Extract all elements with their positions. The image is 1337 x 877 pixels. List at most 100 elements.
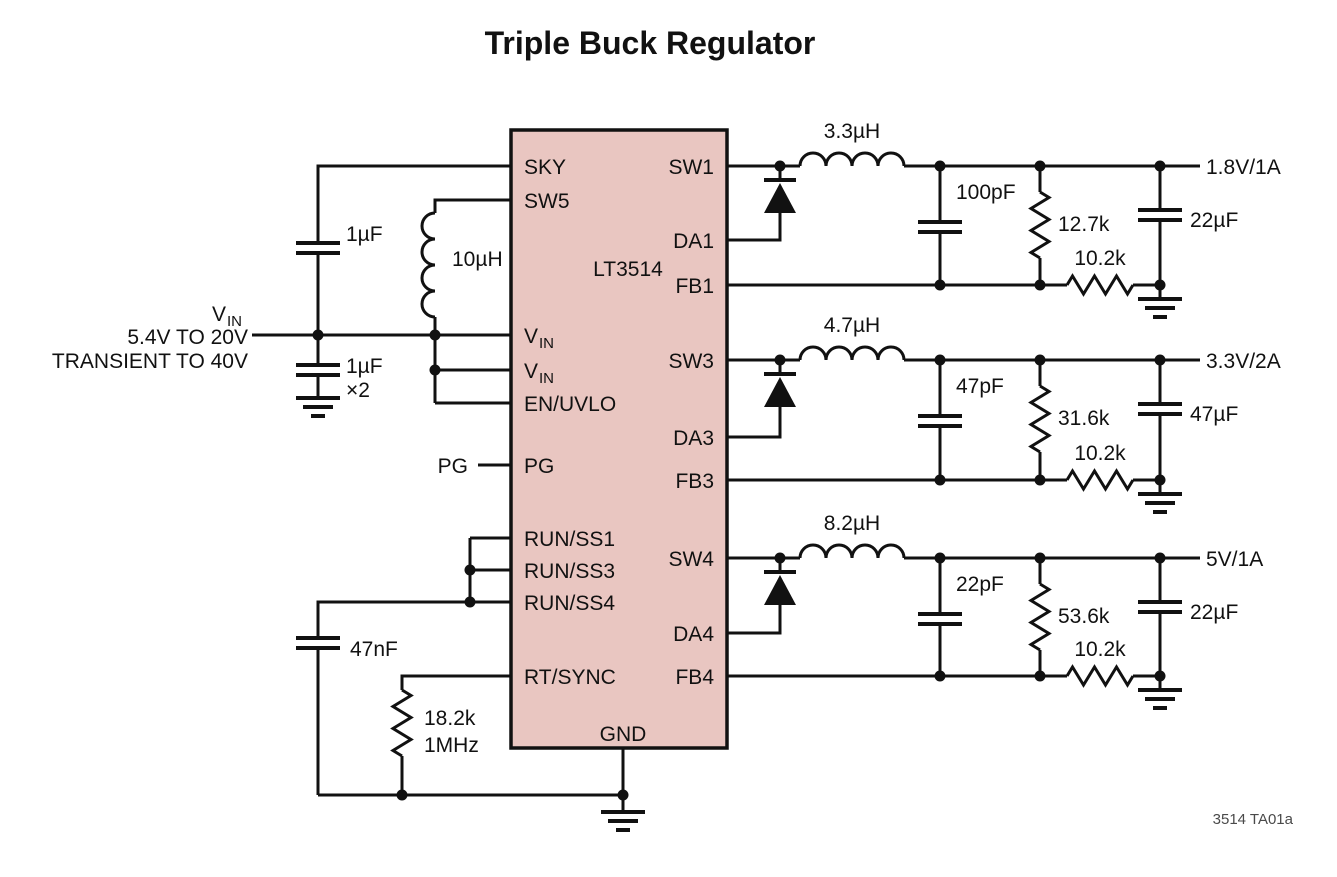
diode-icon-da4 (727, 558, 796, 635)
pin-sw1: SW1 (668, 156, 714, 179)
ic-block: LT3514 SKY SW5 V IN V IN EN/UVLO PG RUN/… (509, 128, 729, 750)
junction-dot (1154, 279, 1166, 291)
resistor-icon-rt (390, 688, 414, 758)
pin-sw3: SW3 (668, 350, 714, 373)
capacitor-icon-bypass (296, 241, 340, 255)
input-cap-label: 1µF (346, 355, 383, 378)
sw5-wire (433, 198, 511, 213)
capacitor-icon-out-ch1 (1138, 166, 1182, 299)
resistor-icon-top-ch3 (1028, 558, 1052, 676)
channel-1: 3.3µH 100pF 12.7k 10.2k (727, 120, 1281, 319)
resistor-icon-bot-ch2 (1065, 468, 1135, 492)
diode-icon-da3 (727, 360, 796, 439)
pin-sw4: SW4 (668, 548, 714, 571)
pin-da3: DA3 (673, 427, 714, 450)
input-cap-mult-label: ×2 (346, 379, 370, 402)
r-top-label-ch3: 53.6k (1058, 605, 1110, 628)
capacitor-icon-ss (296, 636, 340, 650)
pin-run-ss3: RUN/SS3 (524, 560, 615, 583)
ground-icon-main (601, 810, 645, 832)
r-bot-label-ch2: 10.2k (1074, 442, 1126, 465)
resistor-icon-top-ch1 (1028, 166, 1052, 285)
pin-da1: DA1 (673, 230, 714, 253)
r-bot-label-ch3: 10.2k (1074, 638, 1126, 661)
capacitor-icon-ff-ch3 (918, 558, 962, 676)
junction-dot (429, 364, 441, 376)
boost-inductor-label: 10µH (452, 248, 503, 271)
vin-transient-label: TRANSIENT TO 40V (52, 350, 248, 373)
pin-gnd: GND (600, 723, 647, 746)
ic-part-label: LT3514 (593, 258, 663, 281)
pin-vin1-sub: IN (539, 335, 554, 352)
junction-dot (934, 474, 946, 486)
r-top-label-ch2: 31.6k (1058, 407, 1110, 430)
ground-icon-ch2 (1138, 492, 1182, 514)
junction-dot (396, 789, 408, 801)
pin-da4: DA4 (673, 623, 714, 646)
channel-2: 4.7µH 47pF 31.6k 10.2k 47µF (727, 314, 1281, 514)
capacitor-icon-out-ch2 (1138, 360, 1182, 494)
bypass-cap-label: 1µF (346, 223, 383, 246)
pin-vin1: V (524, 325, 538, 348)
pin-vin2-sub: IN (539, 370, 554, 387)
junction-dot (934, 670, 946, 682)
ff-cap-label-ch2: 47pF (956, 375, 1004, 398)
rt-sync-wire (400, 674, 511, 690)
pin-fb3: FB3 (675, 470, 714, 493)
inductor-icon-ch1 (798, 151, 906, 167)
output-label-ch2: 3.3V/2A (1206, 350, 1281, 373)
ground-icon-input (296, 396, 340, 418)
resistor-icon-bot-ch3 (1065, 664, 1135, 688)
diode-icon-da1 (727, 166, 796, 242)
resistor-icon-top-ch2 (1028, 360, 1052, 480)
sky-wire (316, 164, 511, 243)
channel-3: 8.2µH 22pF 53.6k 10.2k 22µF (727, 512, 1263, 710)
ff-cap-label-ch3: 22pF (956, 573, 1004, 596)
junction-dot (1154, 474, 1166, 486)
vin-label-v: V (212, 303, 226, 326)
junction-dot (1034, 670, 1046, 682)
resistor-icon-bot-ch1 (1065, 273, 1135, 297)
r-top-label-ch1: 12.7k (1058, 213, 1110, 236)
ic-body (509, 128, 729, 750)
output-label-ch3: 5V/1A (1206, 548, 1263, 571)
rt-res-label: 18.2k (424, 707, 476, 730)
ss-cap-wire (316, 600, 470, 638)
inductor-icon-ch2 (798, 345, 906, 361)
inductor-label-ch3: 8.2µH (824, 512, 880, 535)
junction-dot (1154, 670, 1166, 682)
ss-cap-label: 47nF (350, 638, 398, 661)
pin-run-ss4: RUN/SS4 (524, 592, 615, 615)
pin-fb1: FB1 (675, 275, 714, 298)
inductor-icon-ch3 (798, 543, 906, 559)
pin-sw5: SW5 (524, 190, 570, 213)
junction-dot (464, 564, 476, 576)
capacitor-icon-out-ch3 (1138, 558, 1182, 690)
junction-dot (1034, 474, 1046, 486)
r-bot-label-ch1: 10.2k (1074, 247, 1126, 270)
ground-icon-ch1 (1138, 297, 1182, 319)
inductor-icon-10uh (420, 211, 436, 319)
rt-freq-label: 1MHz (424, 734, 479, 757)
vin-label-sub: IN (227, 313, 242, 330)
out-cap-label-ch3: 22µF (1190, 601, 1238, 624)
pin-fb4: FB4 (675, 666, 714, 689)
capacitor-icon-ff-ch1 (918, 166, 962, 285)
ground-icon-ch3 (1138, 688, 1182, 710)
input-section: 1µF V IN 5.4V TO 20V TRANSIENT TO 40V 1µ… (52, 164, 645, 832)
doc-ref-label: 3514 TA01a (1213, 811, 1294, 828)
junction-dot (1034, 279, 1046, 291)
capacitor-icon-input (296, 363, 340, 377)
pin-pg: PG (524, 455, 554, 478)
inductor-label-ch2: 4.7µH (824, 314, 880, 337)
pin-run-ss1: RUN/SS1 (524, 528, 615, 551)
pg-net-label: PG (438, 455, 468, 478)
pin-rt-sync: RT/SYNC (524, 666, 616, 689)
page-title: Triple Buck Regulator (485, 25, 816, 61)
vin-range-label: 5.4V TO 20V (127, 326, 248, 349)
ff-cap-label-ch1: 100pF (956, 181, 1016, 204)
pin-en-uvlo: EN/UVLO (524, 393, 616, 416)
output-label-ch1: 1.8V/1A (1206, 156, 1281, 179)
